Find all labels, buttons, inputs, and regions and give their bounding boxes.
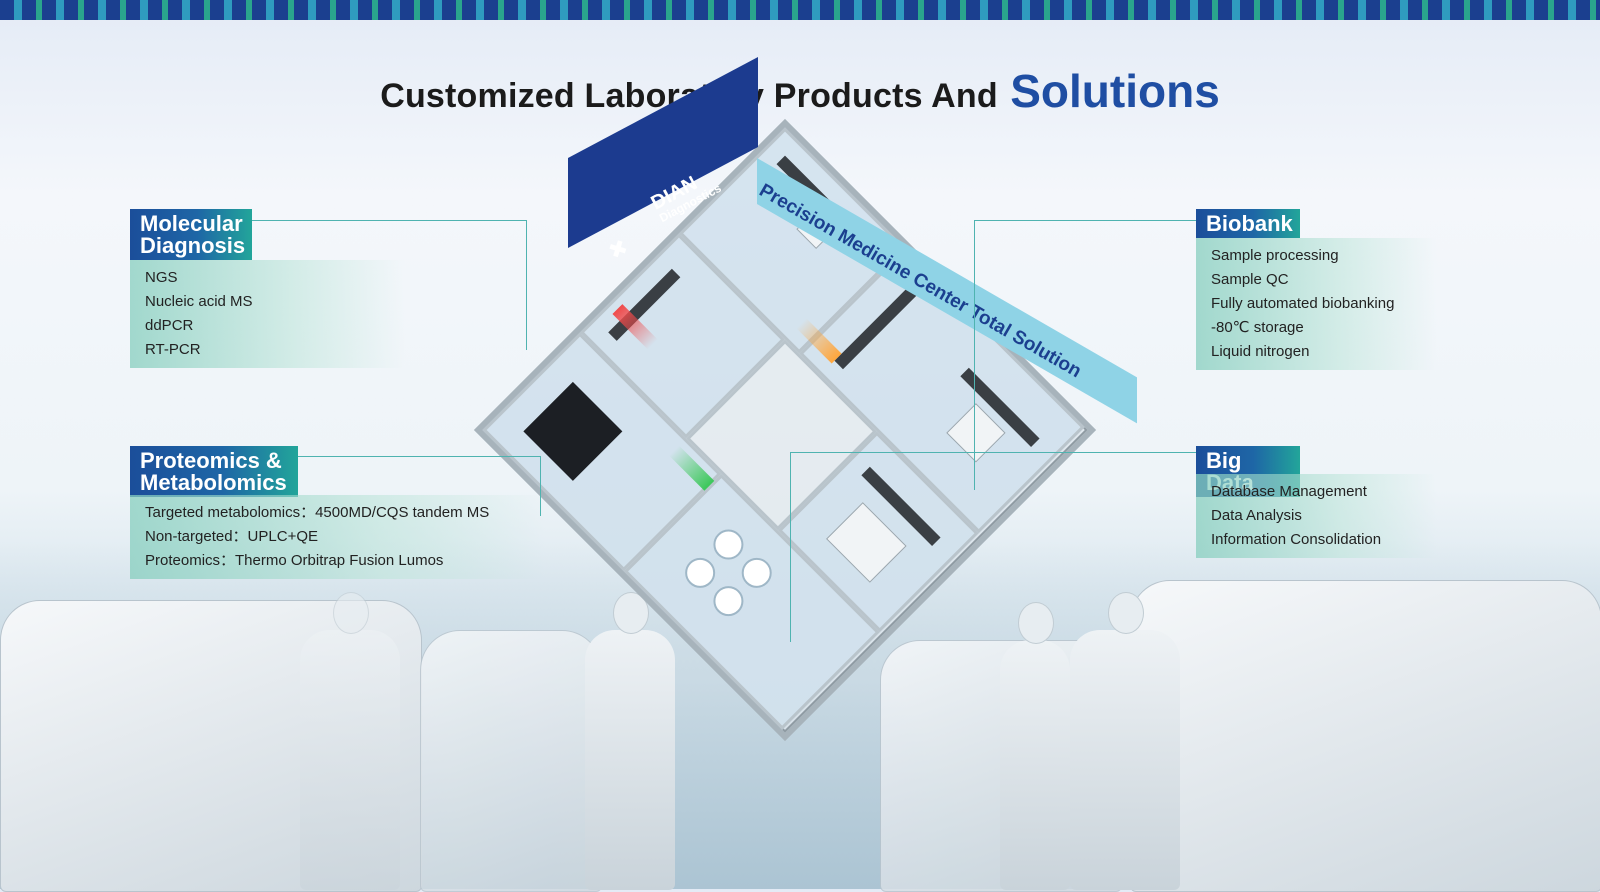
biobank-title-text: Biobank	[1206, 211, 1293, 236]
connector-line	[974, 220, 975, 490]
molecular-title-line2: Diagnosis	[140, 233, 246, 258]
list-item: Database Management	[1211, 483, 1367, 500]
list-item: Information Consolidation	[1211, 531, 1382, 548]
list-item: Proteomics：Thermo Orbitrap Fusion Lumos	[145, 552, 444, 569]
background-person-blurred	[300, 592, 400, 890]
list-item: Liquid nitrogen	[1211, 343, 1310, 360]
proteomics-title-line2: Metabolomics	[140, 470, 287, 495]
connector-line	[526, 220, 527, 350]
molecular-diagnosis-title: Molecular Diagnosis	[130, 209, 252, 260]
biobank-title: Biobank	[1196, 209, 1300, 238]
list-item: Targeted metabolomics：4500MD/CQS tandem …	[145, 504, 490, 521]
title-accent: Solutions	[1010, 65, 1220, 117]
list-item: ddPCR	[145, 317, 194, 334]
connector-line	[252, 220, 526, 221]
proteomics-title-line1: Proteomics &	[140, 448, 282, 473]
page-title: Customized Laboratory Products And Solut…	[0, 64, 1600, 118]
connector-line	[298, 456, 540, 457]
connector-line	[974, 220, 1196, 221]
biobank-list: Sample processing Sample QC Fully automa…	[1196, 238, 1437, 370]
connector-line	[540, 456, 541, 516]
background-person-lab-coat	[1000, 602, 1070, 890]
connector-line	[790, 452, 1196, 453]
list-item: Fully automated biobanking	[1211, 295, 1395, 312]
list-item: Nucleic acid MS	[145, 293, 253, 310]
background-person-lab-coat	[585, 592, 675, 890]
proteomics-metabolomics-list: Targeted metabolomics：4500MD/CQS tandem …	[130, 495, 545, 579]
molecular-diagnosis-list: NGS Nucleic acid MS ddPCR RT-PCR	[130, 260, 405, 368]
background-analyzer-right	[1130, 580, 1600, 892]
list-item: Non-targeted：UPLC+QE	[145, 528, 318, 545]
list-item: Sample processing	[1211, 247, 1339, 264]
connector-line	[790, 452, 791, 642]
list-item: -80℃ storage	[1211, 319, 1304, 336]
list-item: Sample QC	[1211, 271, 1289, 288]
list-item: Data Analysis	[1211, 507, 1302, 524]
big-data-list: Database Management Data Analysis Inform…	[1196, 474, 1437, 558]
list-item: NGS	[145, 269, 178, 286]
background-person-lab-coat	[1070, 592, 1180, 890]
decorative-top-strip	[0, 0, 1600, 20]
molecular-title-line1: Molecular	[140, 211, 243, 236]
proteomics-metabolomics-title: Proteomics & Metabolomics	[130, 446, 298, 497]
list-item: RT-PCR	[145, 341, 201, 358]
